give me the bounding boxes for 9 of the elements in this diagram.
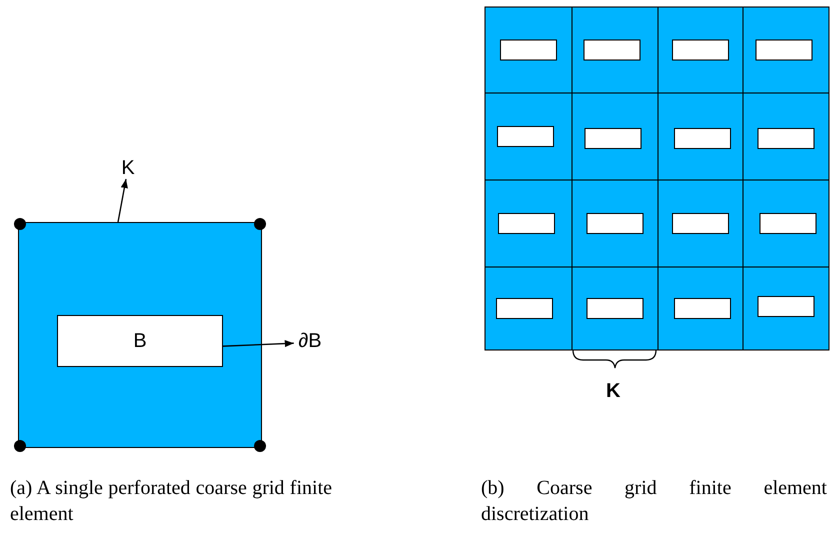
caption: (a) A single perforated coarse grid finite element	[10, 476, 332, 527]
arrow	[117, 178, 128, 222]
caption: (b) Coarse grid finite element discretization	[481, 476, 827, 527]
coarse-element	[18, 222, 262, 448]
perforation-rect: B	[57, 315, 223, 367]
boundary-label: ∂B	[292, 330, 328, 352]
arrow	[222, 340, 294, 348]
region-label: K	[606, 381, 620, 401]
region-label: K	[118, 157, 138, 179]
